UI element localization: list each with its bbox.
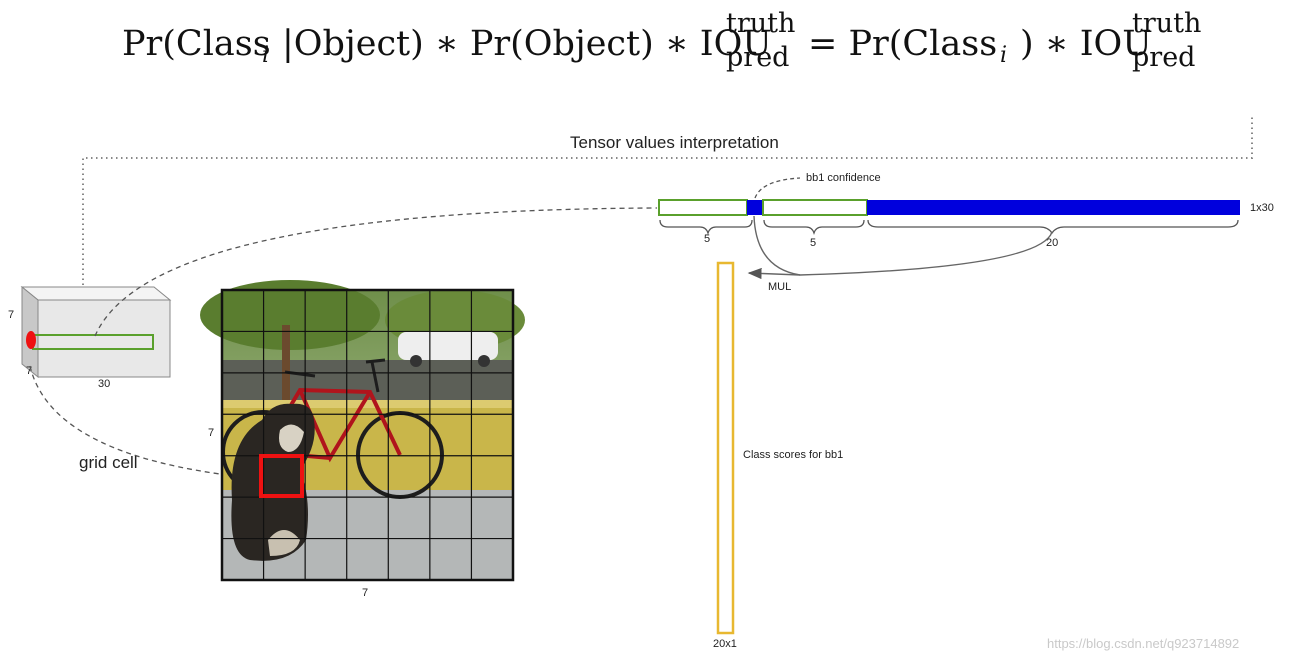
vector-1x30 (658, 199, 1240, 216)
photo-car-wheel-1 (410, 355, 422, 367)
vector-seg-box2 (762, 199, 868, 216)
tensor-cube (20, 285, 172, 379)
photo-tree-trunk (282, 325, 290, 405)
mul-curve-from-classes (799, 231, 1053, 276)
seg-label-5b: 5 (810, 237, 816, 249)
grid-cell-label: grid cell (79, 453, 138, 472)
column-size-label: 20x1 (713, 638, 737, 650)
eq-subscript-i-2: i (1000, 43, 1007, 68)
dotted-frame (82, 116, 1253, 285)
cube-cell-marker (26, 331, 36, 349)
cube-depth-label: 7 (26, 365, 32, 377)
photo-wall-cap (222, 400, 513, 408)
photo-foliage-left (200, 280, 380, 350)
class-scores-label: Class scores for bb1 (743, 449, 843, 461)
eq-equals-pr-class: = Pr(Class (808, 24, 997, 64)
vector-seg-conf1 (747, 200, 763, 215)
vector-seg-box1 (658, 199, 748, 216)
dotted-connector (82, 116, 1253, 285)
photo-car (398, 332, 498, 360)
cube-front-face (37, 299, 171, 378)
photo-dog-chest (268, 530, 300, 556)
brace-5b (763, 219, 865, 236)
grid-cell-link (29, 365, 221, 475)
mul-arrows (747, 215, 1053, 280)
cube-to-vector-link (94, 207, 658, 337)
watermark: https://blog.csdn.net/q923714892 (1047, 636, 1239, 651)
photo-car-wheel-2 (478, 355, 490, 367)
brace-20 (867, 219, 1239, 235)
cube-top-face (20, 286, 172, 301)
highlighted-grid-cell (259, 454, 304, 498)
mul-arrow (747, 267, 801, 280)
eq-pr-class: Pr(Class (122, 24, 271, 64)
vector-braces (659, 219, 1239, 236)
mul-curve-from-conf (753, 215, 801, 276)
eq-close-iou: ) ∗ IOU (1020, 24, 1152, 64)
vector-size-label: 1x30 (1250, 202, 1274, 214)
bb1-confidence-label: bb1 confidence (806, 172, 881, 184)
seg-label-5a: 5 (704, 233, 710, 245)
mul-label: MUL (768, 281, 791, 293)
eq-object-terms: |Object) ∗ Pr(Object) ∗ IOU (282, 24, 772, 64)
photo-border (220, 288, 515, 582)
equation: Pr(Class i |Object) ∗ Pr(Object) ∗ IOU t… (122, 8, 1201, 73)
eq-truth-sup-2: truth (1132, 8, 1201, 39)
eq-pred-sub: pred (726, 42, 789, 73)
brace-5a (659, 219, 753, 236)
eq-truth-sup: truth (726, 8, 795, 39)
class-scores-column (716, 261, 735, 635)
grid-photo (200, 280, 525, 580)
photo-side-label: 7 (208, 427, 214, 439)
seg-label-20: 20 (1046, 237, 1058, 249)
photo-bottom-label: 7 (362, 587, 368, 599)
vector-seg-classes (867, 200, 1240, 215)
tensor-title: Tensor values interpretation (570, 133, 779, 152)
eq-subscript-i: i (262, 43, 269, 68)
cube-width-label: 30 (98, 378, 110, 390)
eq-pred-sub-2: pred (1132, 42, 1195, 73)
photo-dog-face (279, 424, 304, 452)
cube-height-label: 7 (8, 309, 14, 321)
bb1-confidence-leader (754, 177, 801, 199)
